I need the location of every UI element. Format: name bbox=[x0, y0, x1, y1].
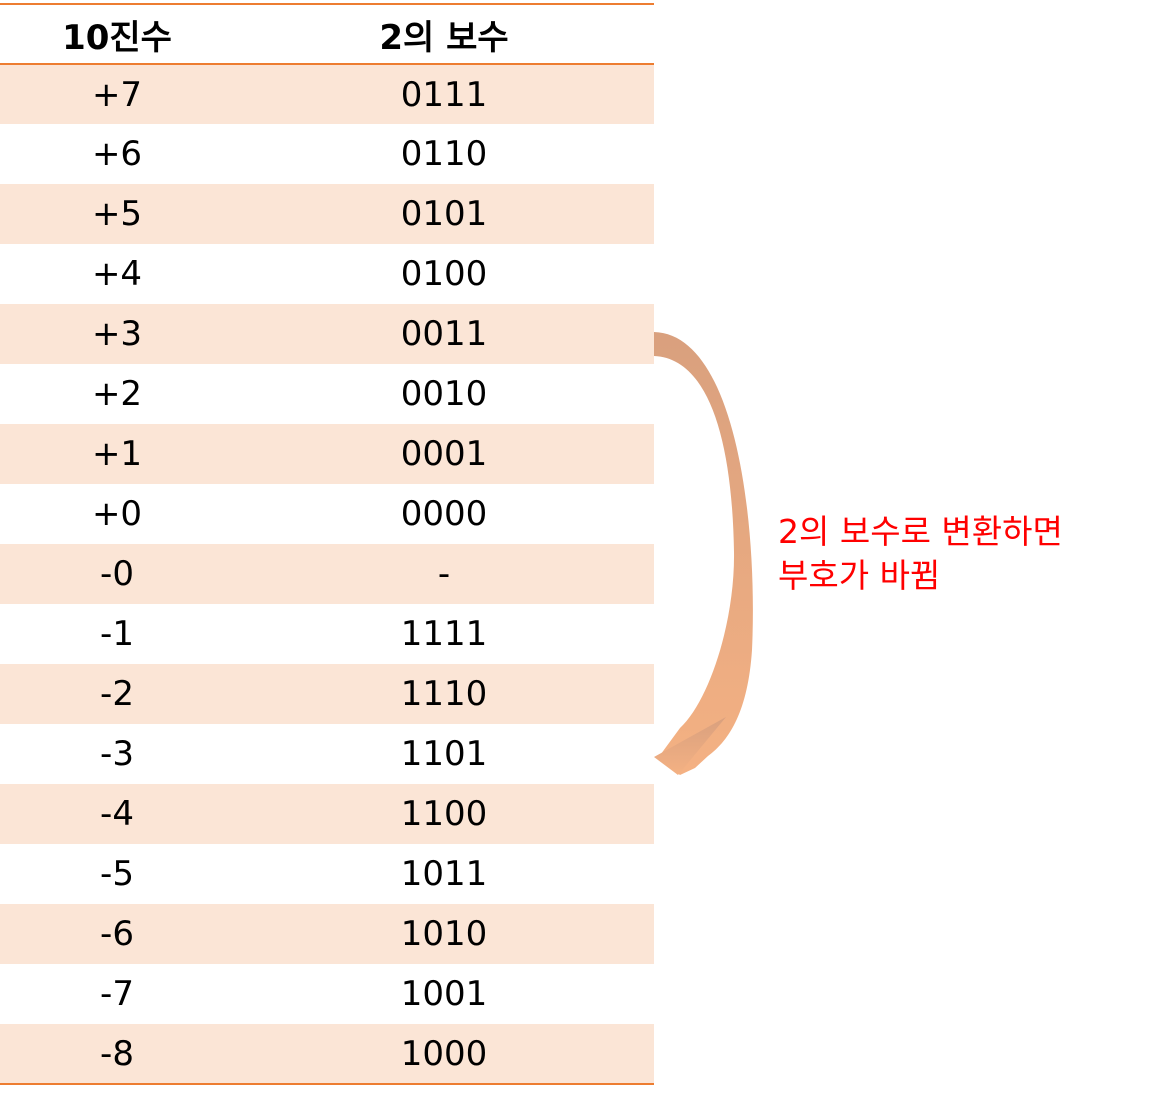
note-line-2: 부호가 바뀜 bbox=[778, 556, 941, 595]
cell-decimal: +2 bbox=[91, 374, 143, 414]
cell-decimal: -8 bbox=[100, 1033, 134, 1074]
sign-change-note: 2의 보수로 변환하면 부호가 바뀜 bbox=[778, 510, 1138, 598]
cell-decimal: +3 bbox=[91, 314, 143, 354]
table-row: +4 0100 bbox=[0, 244, 654, 304]
cell-twos-complement: 1101 bbox=[400, 734, 488, 774]
table-body: +7 0111 +6 0110 +5 0101 +4 0100 +3 0011 +2 0010 +1 00… bbox=[0, 64, 654, 1084]
table-row: -2 1110 bbox=[0, 664, 654, 724]
table-row: +5 0101 bbox=[0, 184, 654, 244]
header-decimal: 10진수 bbox=[62, 17, 172, 58]
cell-twos-complement: 0011 bbox=[400, 314, 488, 354]
cell-decimal: -1 bbox=[100, 614, 134, 654]
table-row: -6 1010 bbox=[0, 904, 654, 964]
cell-decimal: -6 bbox=[100, 914, 134, 954]
header-twos-complement: 2의 보수 bbox=[379, 17, 509, 58]
table-row: +1 0001 bbox=[0, 424, 654, 484]
cell-decimal: +5 bbox=[91, 194, 143, 234]
table-row: -5 1011 bbox=[0, 844, 654, 904]
cell-twos-complement: 0100 bbox=[400, 254, 488, 294]
twos-complement-table: 10진수 2의 보수 +7 0111 +6 0110 +5 0101 +4 0100 +3 001… bbox=[0, 3, 654, 1085]
cell-decimal: -2 bbox=[100, 674, 134, 714]
cell-twos-complement: 0110 bbox=[400, 134, 488, 174]
cell-twos-complement: 0111 bbox=[400, 74, 488, 115]
table-row: -0 - bbox=[0, 544, 654, 604]
table-row: -3 1101 bbox=[0, 724, 654, 784]
table-row: +0 0000 bbox=[0, 484, 654, 544]
cell-decimal: -4 bbox=[100, 794, 134, 834]
table-row: +6 0110 bbox=[0, 124, 654, 184]
table-row: -7 1001 bbox=[0, 964, 654, 1024]
cell-decimal: -3 bbox=[100, 734, 134, 774]
table-row: +7 0111 bbox=[0, 64, 654, 124]
table-row: +2 0010 bbox=[0, 364, 654, 424]
cell-decimal: +7 bbox=[91, 74, 143, 115]
cell-twos-complement: 0010 bbox=[400, 374, 488, 414]
table-header: 10진수 2의 보수 bbox=[0, 4, 654, 64]
cell-twos-complement: 1110 bbox=[400, 674, 488, 714]
note-line-1: 2의 보수로 변환하면 bbox=[778, 512, 1063, 551]
twos-complement-table-container: 10진수 2의 보수 +7 0111 +6 0110 +5 0101 +4 0100 +3 001… bbox=[0, 3, 654, 1085]
arrow-head bbox=[654, 717, 726, 775]
sign-change-arrow-icon bbox=[654, 332, 753, 775]
cell-twos-complement: 1011 bbox=[400, 854, 488, 894]
cell-twos-complement: 1100 bbox=[400, 794, 488, 834]
cell-decimal: +6 bbox=[91, 134, 143, 174]
cell-decimal: +0 bbox=[91, 494, 143, 534]
table-row: +3 0011 bbox=[0, 304, 654, 364]
cell-decimal: +1 bbox=[91, 434, 143, 474]
cell-decimal: +4 bbox=[91, 254, 143, 294]
table-row: -4 1100 bbox=[0, 784, 654, 844]
cell-twos-complement: 1010 bbox=[400, 914, 488, 954]
header-row: 10진수 2의 보수 bbox=[0, 4, 654, 64]
cell-decimal: -0 bbox=[100, 554, 134, 594]
table-row: -1 1111 bbox=[0, 604, 654, 664]
cell-decimal: -7 bbox=[100, 974, 134, 1014]
table-row: -8 1000 bbox=[0, 1024, 654, 1084]
cell-twos-complement: 0101 bbox=[400, 194, 488, 234]
cell-twos-complement: 1001 bbox=[400, 974, 488, 1014]
arrow-body bbox=[654, 332, 753, 775]
cell-twos-complement: - bbox=[437, 554, 451, 594]
cell-twos-complement: 0001 bbox=[400, 434, 488, 474]
cell-twos-complement: 1000 bbox=[400, 1033, 488, 1074]
cell-decimal: -5 bbox=[100, 854, 134, 894]
cell-twos-complement: 0000 bbox=[400, 494, 488, 534]
cell-twos-complement: 1111 bbox=[400, 614, 488, 654]
